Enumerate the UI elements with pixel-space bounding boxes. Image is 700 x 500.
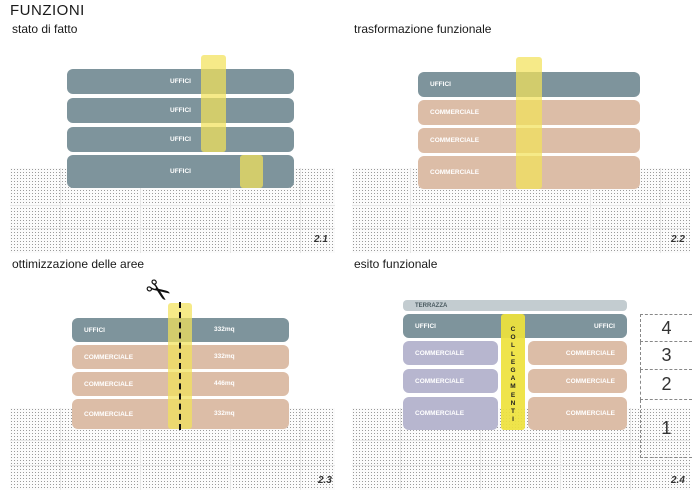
floor-label-right: UFFICI	[594, 322, 615, 330]
connector-letter: E	[510, 358, 516, 366]
floor-label: UFFICI	[170, 168, 191, 175]
connector-letter: G	[510, 367, 516, 375]
floor-label-left: UFFICI	[415, 322, 436, 330]
floor-label: COMMERCIALE	[430, 137, 480, 144]
commercial-block-left: COMMERCIALE	[403, 369, 498, 393]
floor-area: 446mq	[214, 380, 235, 387]
floor-offices: UFFICI	[67, 127, 294, 152]
commercial-block-left: COMMERCIALE	[403, 341, 498, 365]
floor-label: COMMERCIALE	[415, 410, 465, 417]
vertical-connection-band-ground	[240, 155, 263, 188]
floor-label: COMMERCIALE	[565, 349, 615, 357]
floor-label: COMMERCIALE	[415, 377, 465, 385]
connector-letter: L	[511, 350, 515, 358]
connector-letter: T	[511, 408, 515, 416]
commercial-block-left-ground: COMMERCIALE	[403, 397, 498, 430]
floor-area: 332mq	[214, 326, 235, 333]
connector-letter: L	[511, 342, 515, 350]
connector-letter: O	[510, 334, 516, 342]
floor-label: COMMERCIALE	[430, 169, 480, 176]
connector-letter: A	[510, 375, 516, 383]
floor-label: UFFICI	[84, 326, 105, 334]
commercial-block-right-ground: COMMERCIALE	[528, 397, 627, 430]
commercial-block-right: COMMERCIALE	[528, 341, 627, 365]
floor-label: COMMERCIALE	[415, 349, 465, 357]
level-number: 4	[661, 317, 672, 338]
page-title: FUNZIONI	[10, 2, 85, 19]
floor-offices: UFFICI	[67, 98, 294, 123]
commercial-block-right: COMMERCIALE	[528, 369, 627, 393]
connections-core	[501, 314, 525, 430]
panel-number: 2.3	[318, 475, 332, 486]
floor-label: COMMERCIALE	[84, 380, 134, 388]
panel-number: 2.4	[671, 475, 685, 486]
level-marker: 1	[640, 400, 692, 458]
floor-area: 332mq	[214, 410, 235, 417]
floor-label: COMMERCIALE	[565, 377, 615, 385]
terrace-floor: TERRAZZA	[403, 300, 627, 311]
floor-label: COMMERCIALE	[430, 109, 480, 116]
floor-label: UFFICI	[170, 78, 191, 85]
panel-number: 2.2	[671, 234, 685, 245]
connector-letter: I	[512, 416, 514, 424]
panel-number: 2.1	[314, 234, 328, 245]
floor-label: UFFICI	[170, 107, 191, 114]
level-marker: 2	[640, 370, 692, 400]
panel-title-functional-outcome: esito funzionale	[354, 257, 438, 271]
floor-label: COMMERCIALE	[84, 410, 134, 418]
level-number: 2	[661, 374, 672, 394]
terrace-label: TERRAZZA	[415, 302, 448, 309]
floor-area: 332mq	[214, 353, 235, 360]
connector-letter: N	[510, 399, 516, 407]
level-number: 1	[661, 418, 672, 438]
floor-label: UFFICI	[430, 81, 451, 88]
connector-letter: C	[510, 326, 516, 333]
level-marker: 3	[640, 342, 692, 370]
connector-letter: E	[510, 391, 516, 399]
level-number: 3	[661, 345, 672, 365]
cut-line	[179, 302, 181, 430]
vertical-connection-band	[201, 55, 226, 152]
panel-title-functional-transformation: trasformazione funzionale	[354, 22, 492, 36]
connector-letter: M	[510, 383, 516, 391]
panel-title-area-optimization: ottimizzazione delle aree	[12, 257, 145, 271]
vertical-connection-band	[516, 57, 542, 189]
floor-label: COMMERCIALE	[84, 353, 134, 361]
level-marker: 4	[640, 314, 692, 342]
floor-offices: UFFICI	[67, 69, 294, 94]
floor-label: UFFICI	[170, 136, 191, 143]
floor-label: COMMERCIALE	[565, 410, 615, 417]
panel-title-existing-state: stato di fatto	[12, 22, 78, 36]
